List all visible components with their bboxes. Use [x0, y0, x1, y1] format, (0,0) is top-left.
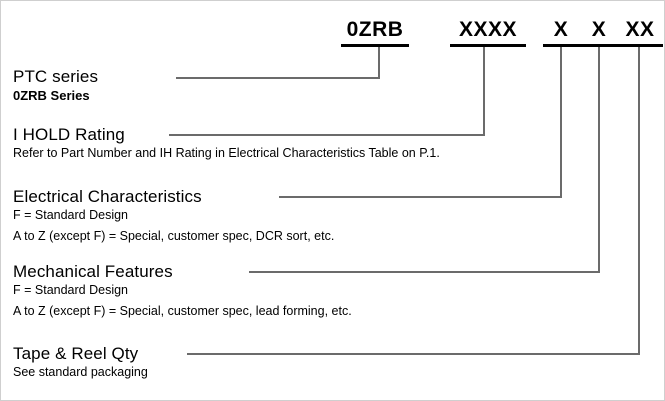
code-rule-suffixes — [543, 44, 663, 47]
section-heading-mechanical-features: Mechanical Features — [13, 262, 173, 281]
section-line-ihold-rating-0: Refer to Part Number and IH Rating in El… — [13, 146, 440, 160]
section-mechanical-features: Mechanical Features F = Standard Design … — [13, 261, 352, 320]
leader-electrical-characteristics — [279, 47, 562, 198]
section-line-electrical-characteristics-1: A to Z (except F) = Special, customer sp… — [13, 229, 335, 243]
code-segment-tape-reel: XX — [625, 18, 655, 41]
section-ptc-series: PTC series 0ZRB Series — [13, 66, 98, 104]
leader-ihold-rating — [169, 47, 485, 136]
section-line-mechanical-features-1: A to Z (except F) = Special, customer sp… — [13, 304, 352, 318]
section-heading-ptc-series: PTC series — [13, 67, 99, 86]
section-heading-tape-reel-qty: Tape & Reel Qty — [13, 344, 139, 363]
section-heading-ihold-rating: I HOLD Rating — [13, 125, 125, 144]
section-heading-electrical-characteristics: Electrical Characteristics — [13, 187, 202, 206]
section-line-tape-reel-qty-0: See standard packaging — [13, 365, 148, 379]
code-rule-series — [341, 44, 409, 47]
section-line-ptc-series-0: 0ZRB Series — [13, 88, 90, 103]
section-line-mechanical-features-0: F = Standard Design — [13, 283, 128, 297]
part-number-code-row: 0ZRB XXXX X X XX — [1, 1, 664, 53]
section-tape-reel-qty: Tape & Reel Qty See standard packaging — [13, 343, 148, 381]
section-ihold-rating: I HOLD Rating Refer to Part Number and I… — [13, 124, 440, 162]
code-segment-ihold: XXXX — [458, 18, 518, 41]
code-segment-mechanical: X — [591, 18, 607, 41]
code-rule-ihold — [450, 44, 526, 47]
code-segment-electrical: X — [553, 18, 569, 41]
code-segment-series: 0ZRB — [346, 18, 404, 41]
section-electrical-characteristics: Electrical Characteristics F = Standard … — [13, 186, 334, 245]
section-line-electrical-characteristics-0: F = Standard Design — [13, 208, 128, 222]
